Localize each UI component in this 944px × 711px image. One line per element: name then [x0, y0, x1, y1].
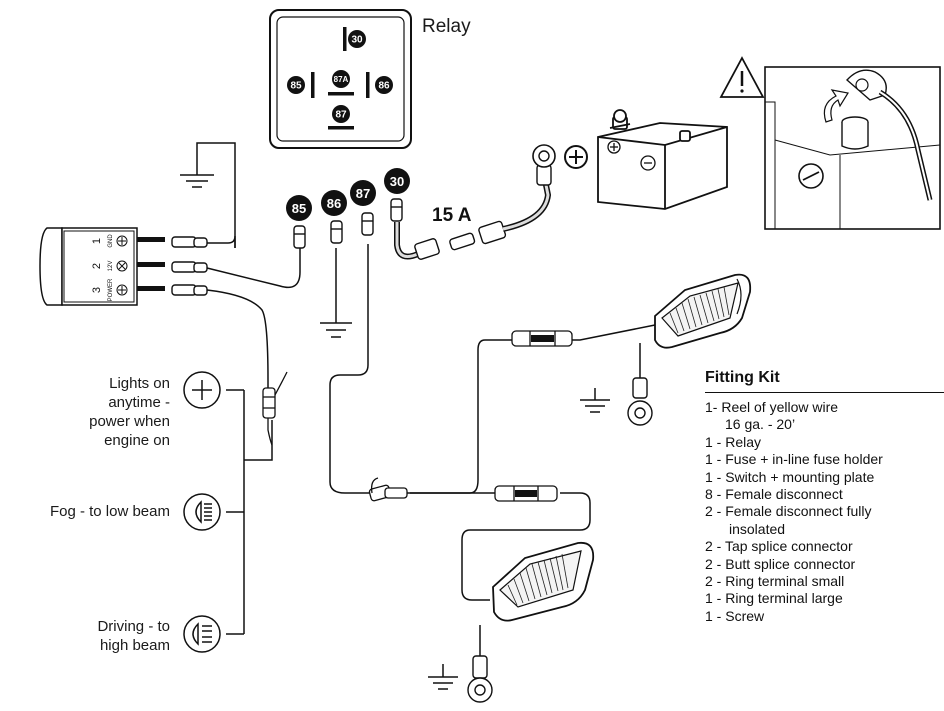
connector-87-label: 87 — [356, 186, 370, 201]
relay-pin-30-label: 30 — [351, 35, 363, 46]
mode-fog: Fog - to low beam — [10, 502, 170, 521]
mode-lights-line3: power when — [89, 413, 170, 430]
warning-icon — [719, 56, 765, 98]
relay-diagram: 30 85 87A 86 87 — [269, 9, 412, 149]
fitting-kit-title: Fitting Kit — [705, 368, 944, 393]
mode-lights-line2: anytime - — [108, 394, 170, 411]
female-disconnect-t — [368, 477, 408, 502]
switch-pin-1-label: 1 — [91, 238, 103, 244]
mode-bracket — [226, 389, 245, 635]
switch-connectors — [171, 236, 208, 296]
mode-driving-line1: Driving - to — [97, 618, 170, 635]
connector-85-label: 85 — [292, 201, 306, 216]
kit-item: 2 - Butt splice connector — [705, 555, 856, 572]
relay-title: Relay — [422, 16, 471, 37]
ring-terminal — [467, 655, 493, 703]
mode-driving: Driving - to high beam — [40, 617, 170, 655]
ground-symbol-icon — [428, 664, 458, 690]
relay-pin-85-label: 85 — [290, 81, 302, 92]
butt-splice-connector — [494, 485, 558, 502]
switch-12v-label: 12V — [108, 261, 114, 272]
battery-icon — [597, 109, 728, 210]
ground-symbol-icon — [320, 316, 352, 338]
mode-lights-anytime: Lights on anytime - power when engine on — [40, 374, 170, 450]
wires — [206, 235, 370, 494]
kit-item: 1 - Ring terminal large — [705, 590, 843, 607]
kit-item: 2 - Ring terminal small — [705, 573, 845, 590]
mode-lights-line1: Lights on — [109, 375, 170, 392]
mode-driving-line2: high beam — [99, 637, 170, 654]
ground-symbol-icon — [580, 388, 610, 413]
fuse-rating: 15 A — [432, 205, 472, 226]
ring-terminal — [627, 377, 653, 426]
fuse-wire — [394, 144, 556, 260]
ground-symbol-icon — [180, 142, 236, 248]
kit-item: 2 - Female disconnect fully insolated — [705, 503, 944, 538]
female-disconnects — [293, 198, 403, 249]
kit-item-label: 1- Reel of yellow wire — [705, 399, 839, 415]
mode-lights-line4: engine on — [104, 432, 170, 449]
switch-gnd-label: GND — [108, 234, 114, 248]
headlight-lower — [492, 541, 595, 622]
positive-terminal-icon — [564, 145, 588, 169]
connector-badges — [286, 168, 410, 221]
kit-item: 1 - Relay — [705, 433, 762, 450]
switch-pin-3-label: 3 — [91, 287, 103, 293]
kit-item: 1 - Screw — [705, 607, 765, 624]
butt-splice-connector — [511, 330, 573, 347]
rocker-switch: 1 2 3 GND 12V POWER — [39, 227, 165, 306]
switch-pin-2-label: 2 — [91, 263, 103, 269]
fitting-kit-panel: Fitting Kit 1- Reel of yellow wire 16 ga… — [705, 368, 944, 625]
fog-lamp-icon — [183, 493, 221, 531]
tap-splice-connector — [262, 371, 288, 446]
warning-panel — [764, 66, 941, 230]
relay-pin-87-label: 87 — [335, 110, 347, 121]
relay-pin-86-label: 86 — [378, 81, 390, 92]
connector-86-label: 86 — [327, 196, 341, 211]
kit-item: 1- Reel of yellow wire 16 ga. - 20’ — [705, 399, 944, 434]
kit-item: 2 - Tap splice connector — [705, 538, 853, 555]
mode-fog-label: Fog - to low beam — [49, 503, 170, 520]
kit-item: 1 - Fuse + in-line fuse holder — [705, 451, 883, 468]
connector-30-label: 30 — [390, 174, 404, 189]
kit-item-cont: 16 ga. - 20’ — [725, 416, 796, 433]
relay-pin-87a-label: 87A — [334, 75, 349, 84]
switch-power-label: POWER — [108, 278, 114, 301]
kit-item: 8 - Female disconnect — [705, 486, 843, 503]
kit-item-cont: insolated — [729, 520, 786, 537]
headlight-upper — [654, 273, 752, 349]
kit-item: 1 - Switch + mounting plate — [705, 468, 875, 485]
high-beam-icon — [183, 615, 221, 653]
kit-item-label: 2 - Female disconnect fully — [705, 503, 872, 520]
lights-anytime-icon — [183, 371, 221, 409]
